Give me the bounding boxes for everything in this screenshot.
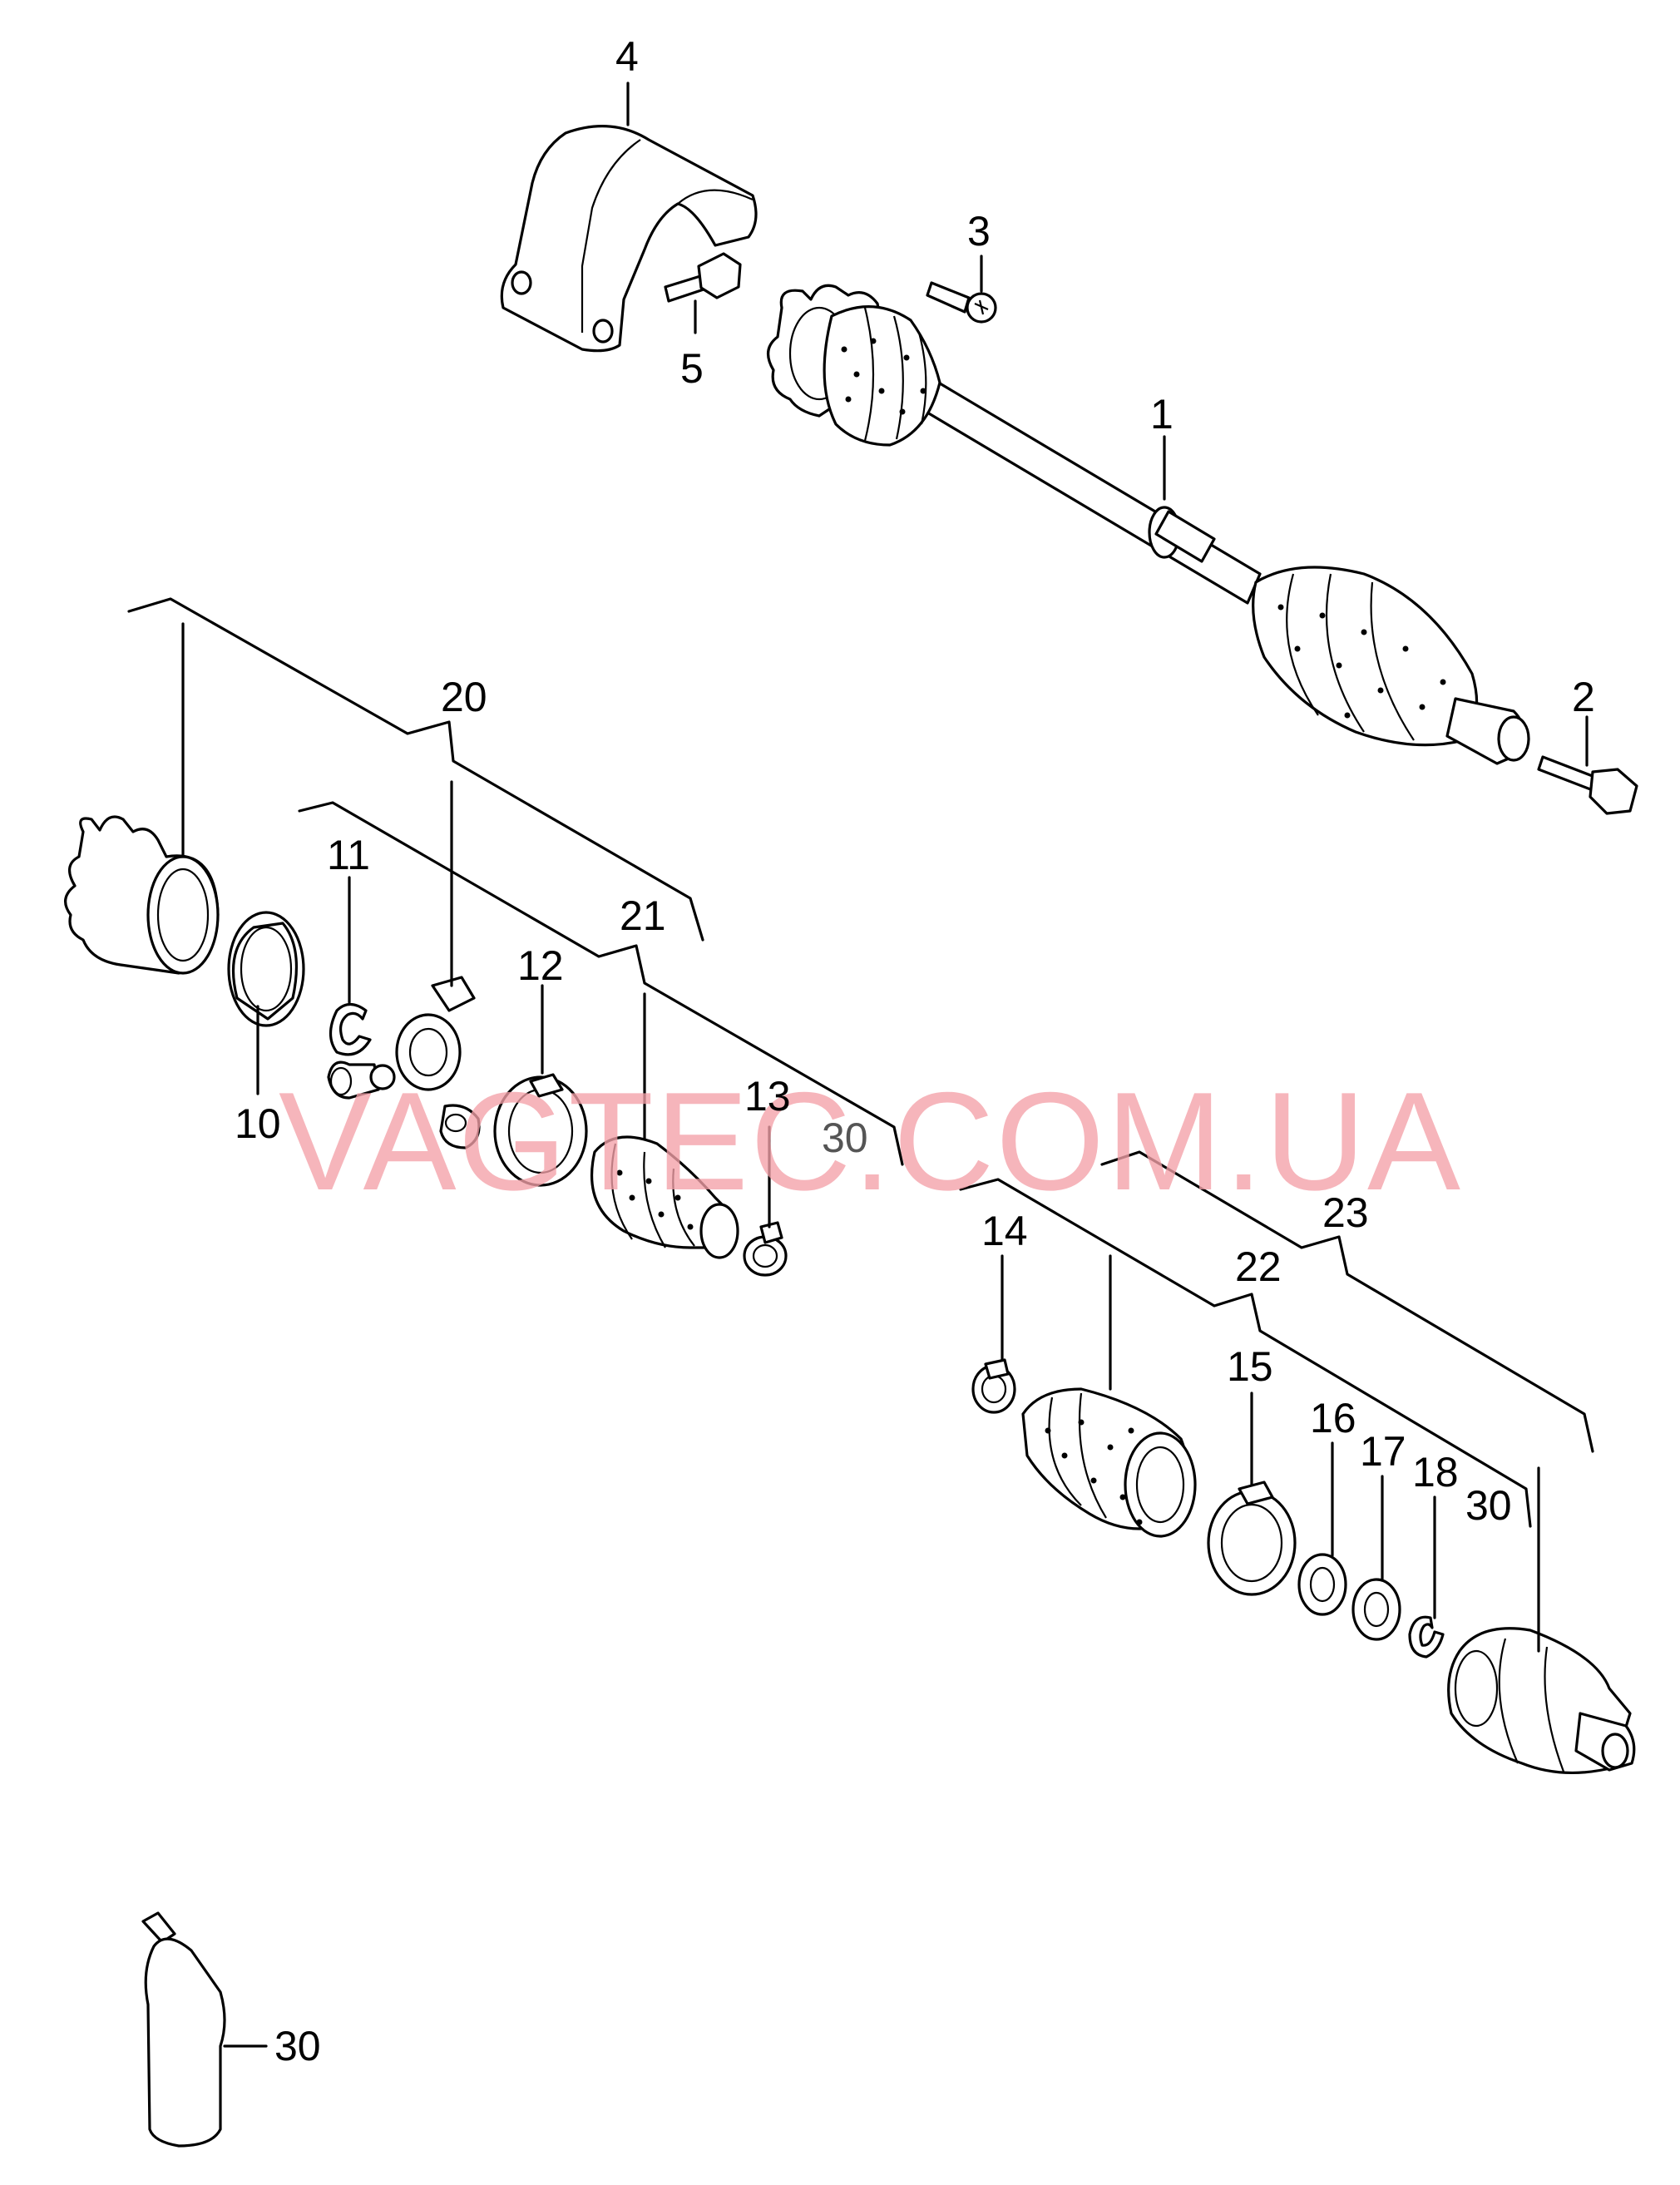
circlip-18 bbox=[1408, 1615, 1445, 1659]
bolt-5 bbox=[664, 252, 742, 303]
circlip-11 bbox=[329, 1002, 372, 1056]
bolt-2 bbox=[1537, 755, 1638, 815]
heat-shield bbox=[500, 125, 758, 353]
callout-numbers: 4 3 5 1 2 20 11 21 12 10 13 30 23 14 22 … bbox=[235, 33, 1595, 2069]
washer-17 bbox=[1351, 1578, 1401, 1641]
grease-tube bbox=[141, 1911, 226, 2148]
callout-18: 18 bbox=[1412, 1449, 1459, 1495]
callout-22: 22 bbox=[1235, 1243, 1282, 1290]
callout-10: 10 bbox=[235, 1100, 281, 1147]
callout-5: 5 bbox=[680, 345, 704, 392]
callout-30-b: 30 bbox=[1465, 1482, 1512, 1529]
callout-11: 11 bbox=[327, 832, 370, 878]
callout-14: 14 bbox=[981, 1208, 1028, 1254]
clamp-13 bbox=[743, 1221, 788, 1277]
callout-20: 20 bbox=[441, 674, 487, 720]
bracket-21 bbox=[298, 801, 904, 1166]
clamp-12 bbox=[493, 1073, 588, 1187]
callout-21: 21 bbox=[620, 892, 666, 939]
callout-12: 12 bbox=[517, 942, 564, 989]
callout-23: 23 bbox=[1322, 1189, 1369, 1236]
callout-30-c: 30 bbox=[274, 2023, 321, 2069]
callout-16: 16 bbox=[1310, 1395, 1356, 1441]
callout-4: 4 bbox=[615, 33, 639, 80]
clamp-14 bbox=[971, 1358, 1016, 1414]
cv-joint-23 bbox=[1447, 1627, 1636, 1775]
tripod-spider bbox=[327, 976, 481, 1149]
joint-housing bbox=[64, 815, 220, 975]
bracket-23 bbox=[1100, 1150, 1594, 1453]
callout-1: 1 bbox=[1150, 391, 1174, 437]
drive-shaft-assembly bbox=[767, 284, 1530, 765]
washer-16 bbox=[1297, 1553, 1347, 1616]
boot-22 bbox=[1021, 1387, 1197, 1538]
bolt-3 bbox=[926, 281, 997, 324]
callout-15: 15 bbox=[1227, 1343, 1273, 1390]
callout-30-a: 30 bbox=[822, 1115, 868, 1161]
clamp-15 bbox=[1207, 1481, 1297, 1596]
callout-13: 13 bbox=[744, 1073, 791, 1120]
callout-3: 3 bbox=[967, 208, 991, 255]
joint-cage bbox=[227, 911, 305, 1027]
boot-texture-dots bbox=[841, 338, 1446, 719]
bracket-22 bbox=[959, 1178, 1532, 1528]
callout-17: 17 bbox=[1360, 1428, 1406, 1475]
boot-21 bbox=[590, 1135, 739, 1259]
watermark: VAGTEC.COM.UA bbox=[279, 1063, 1462, 1219]
bracket-20 bbox=[127, 597, 704, 942]
callout-2: 2 bbox=[1572, 674, 1595, 720]
leader-lines bbox=[181, 82, 1589, 2048]
